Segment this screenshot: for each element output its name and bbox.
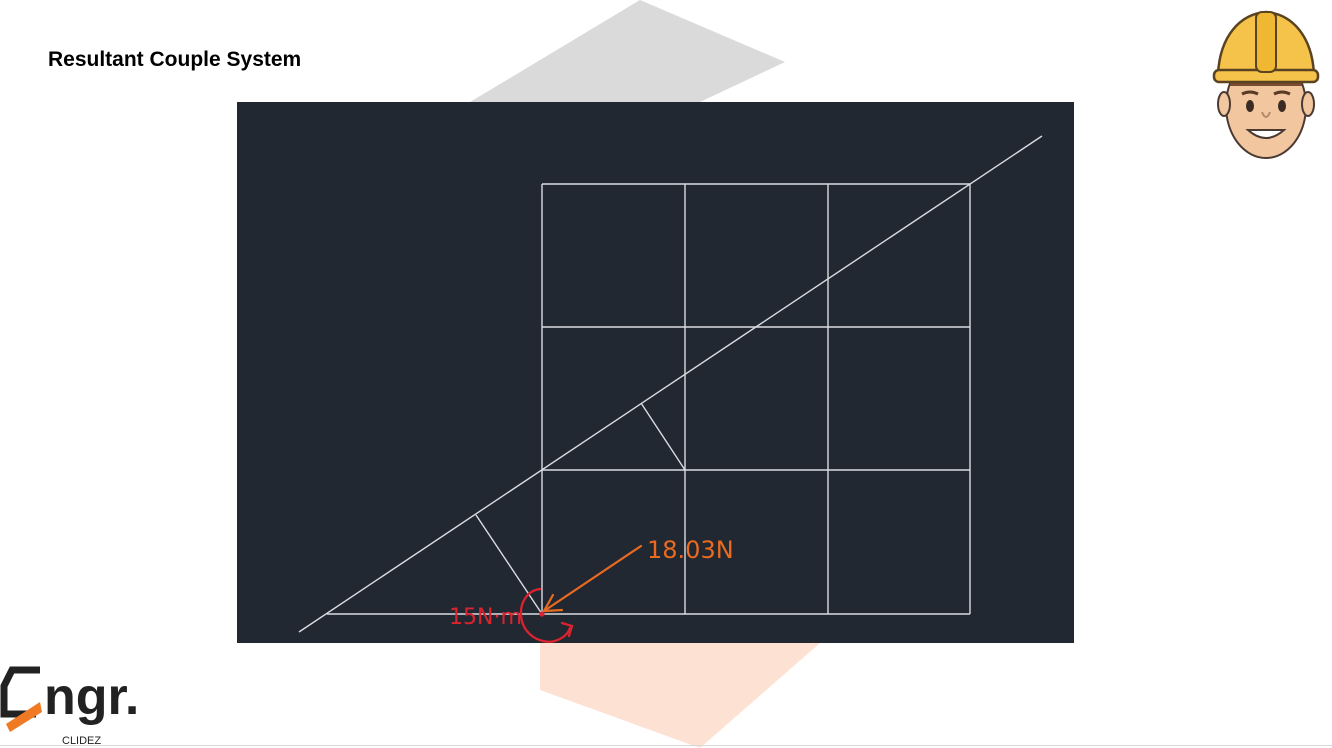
moment-curl-icon [519, 587, 574, 643]
grid-lines [298, 135, 1043, 633]
diagram-panel: 18.03N 15N·m [237, 102, 1074, 643]
logo-sub: CLIDEZ [62, 735, 101, 747]
bottom-rule [0, 745, 1332, 746]
engineer-mascot-icon [1212, 10, 1320, 159]
engr-logo: ngr. CLIDEZ [0, 666, 139, 747]
perpendicular-distance-line [475, 514, 543, 615]
logo-word: ngr. [44, 668, 139, 726]
force-arrow [542, 544, 643, 613]
perpendicular-distance-line [640, 402, 686, 471]
slide-title: Resultant Couple System [48, 48, 302, 71]
force-label: 18.03N [647, 536, 734, 564]
diagonal-line [298, 135, 1043, 633]
moment-point [539, 611, 545, 617]
moment-label: 15N·m [449, 605, 522, 630]
couple-diagram: 18.03N 15N·m [298, 135, 1043, 643]
